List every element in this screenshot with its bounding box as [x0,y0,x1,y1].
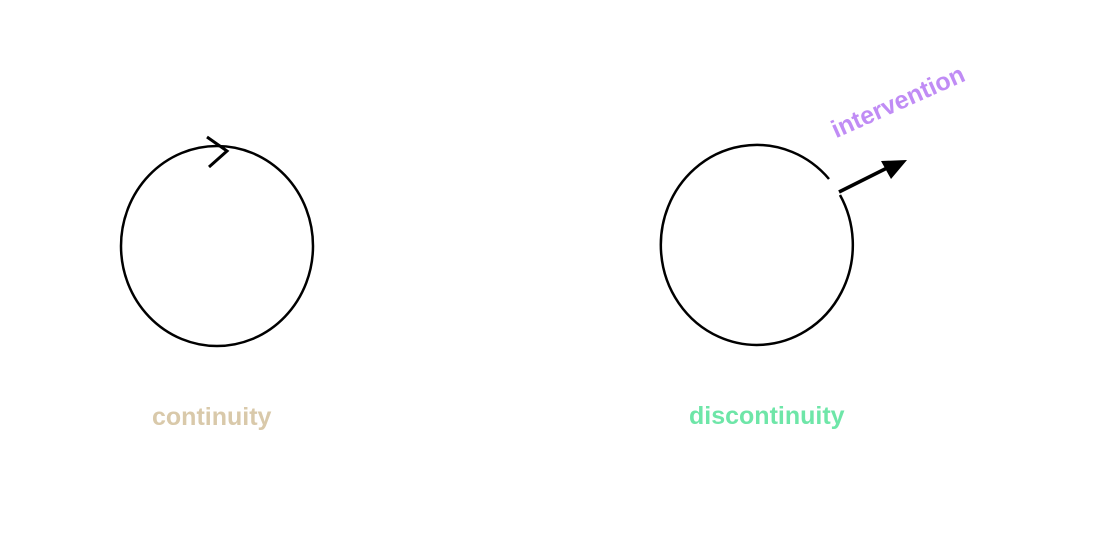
discontinuity-label: discontinuity [689,402,845,430]
intervention-arrowhead-icon [881,160,907,179]
continuity-label: continuity [152,403,272,431]
intervention-arrow-shaft [838,165,890,194]
continuity-cycle [119,135,315,348]
continuity-circle [119,144,315,348]
continuity-arrowhead-icon [206,135,230,169]
discontinuity-cycle [659,143,907,347]
discontinuity-open-circle [659,143,855,347]
